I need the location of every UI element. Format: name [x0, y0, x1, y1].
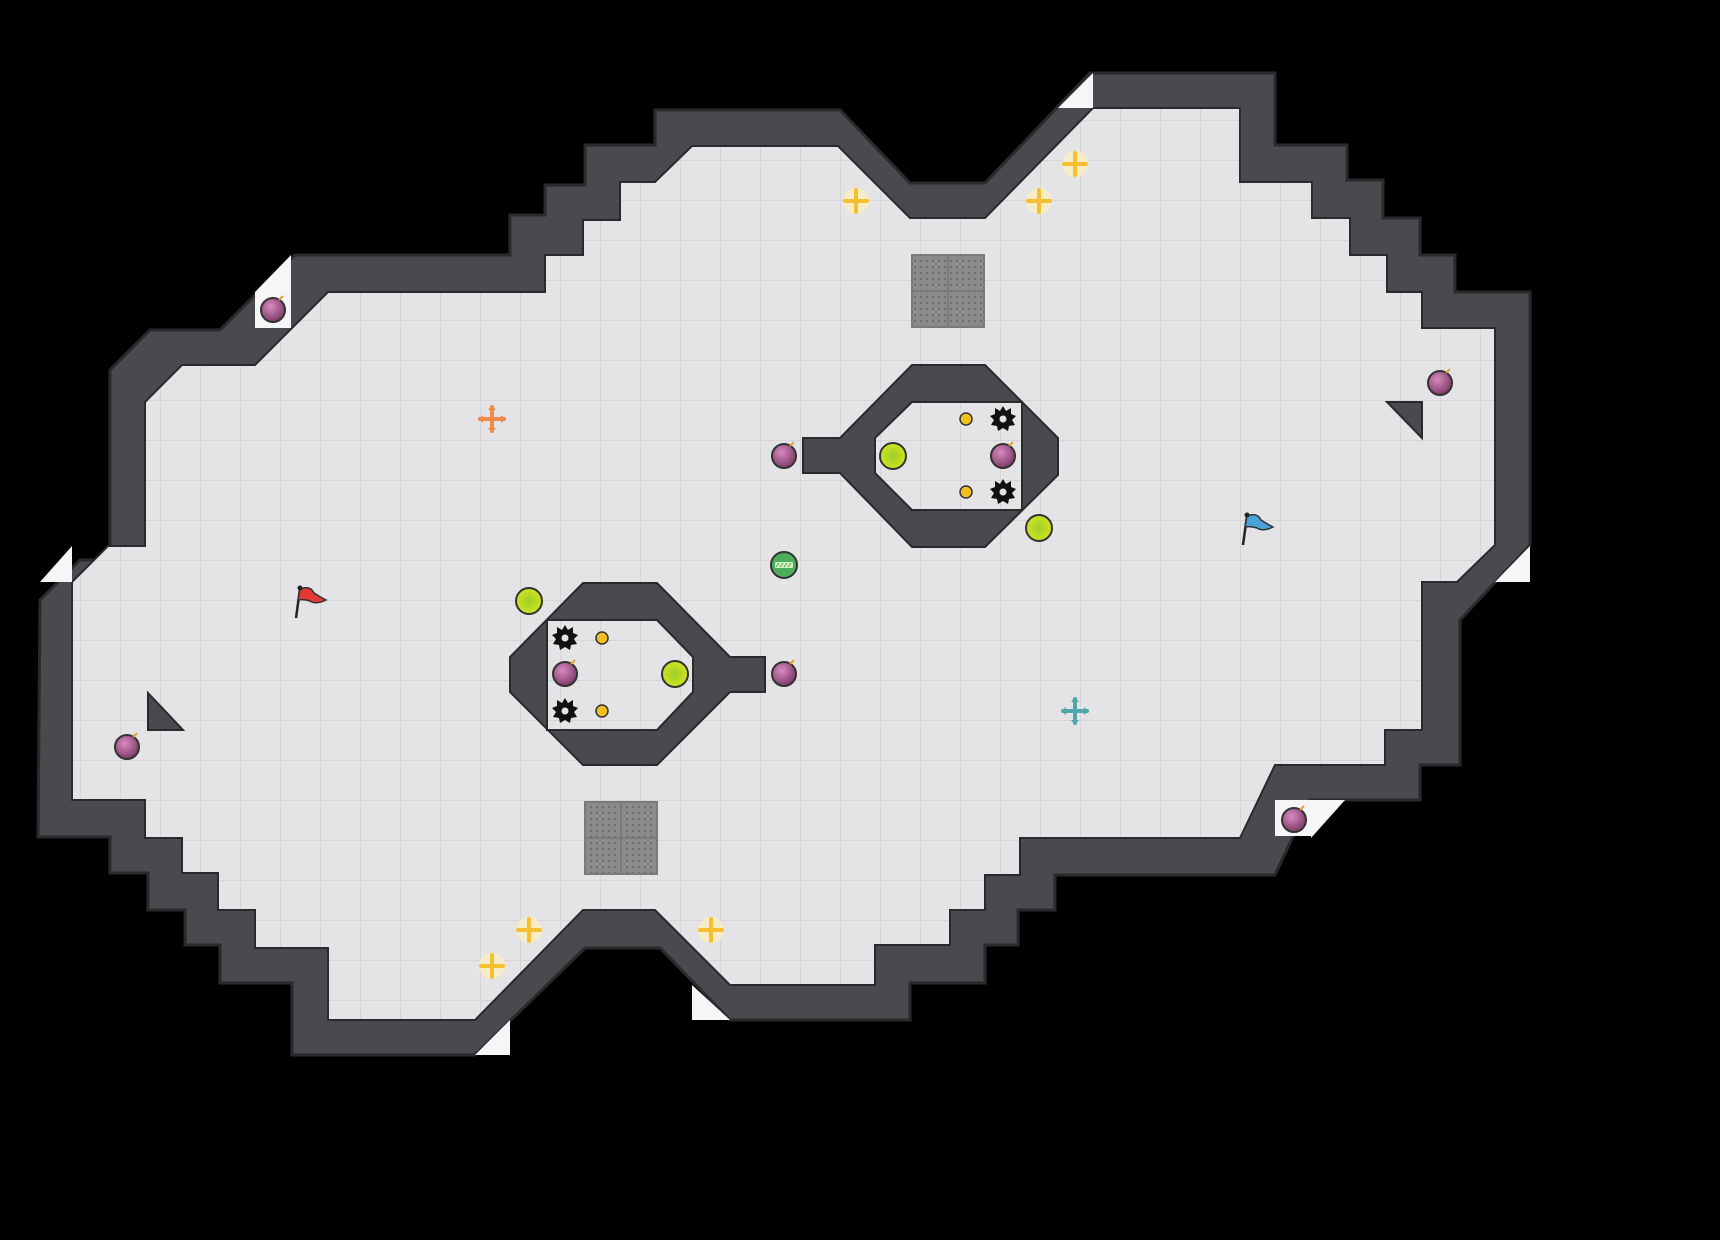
red-flag — [294, 585, 328, 619]
enclosure-lower-left — [509, 582, 766, 766]
portal-teal — [1061, 697, 1089, 725]
enclosure-upper-right — [802, 364, 1059, 548]
boosts — [515, 442, 1053, 688]
powerup — [770, 551, 798, 579]
blue-flag — [1241, 512, 1275, 546]
portal-orange — [478, 405, 506, 433]
diagonal-wall — [1384, 401, 1423, 441]
portals-yellow — [479, 151, 1088, 979]
diagonal-wall — [147, 690, 186, 731]
bombs — [114, 295, 1453, 833]
spikes — [552, 406, 1016, 723]
gate-tokens — [595, 412, 973, 718]
